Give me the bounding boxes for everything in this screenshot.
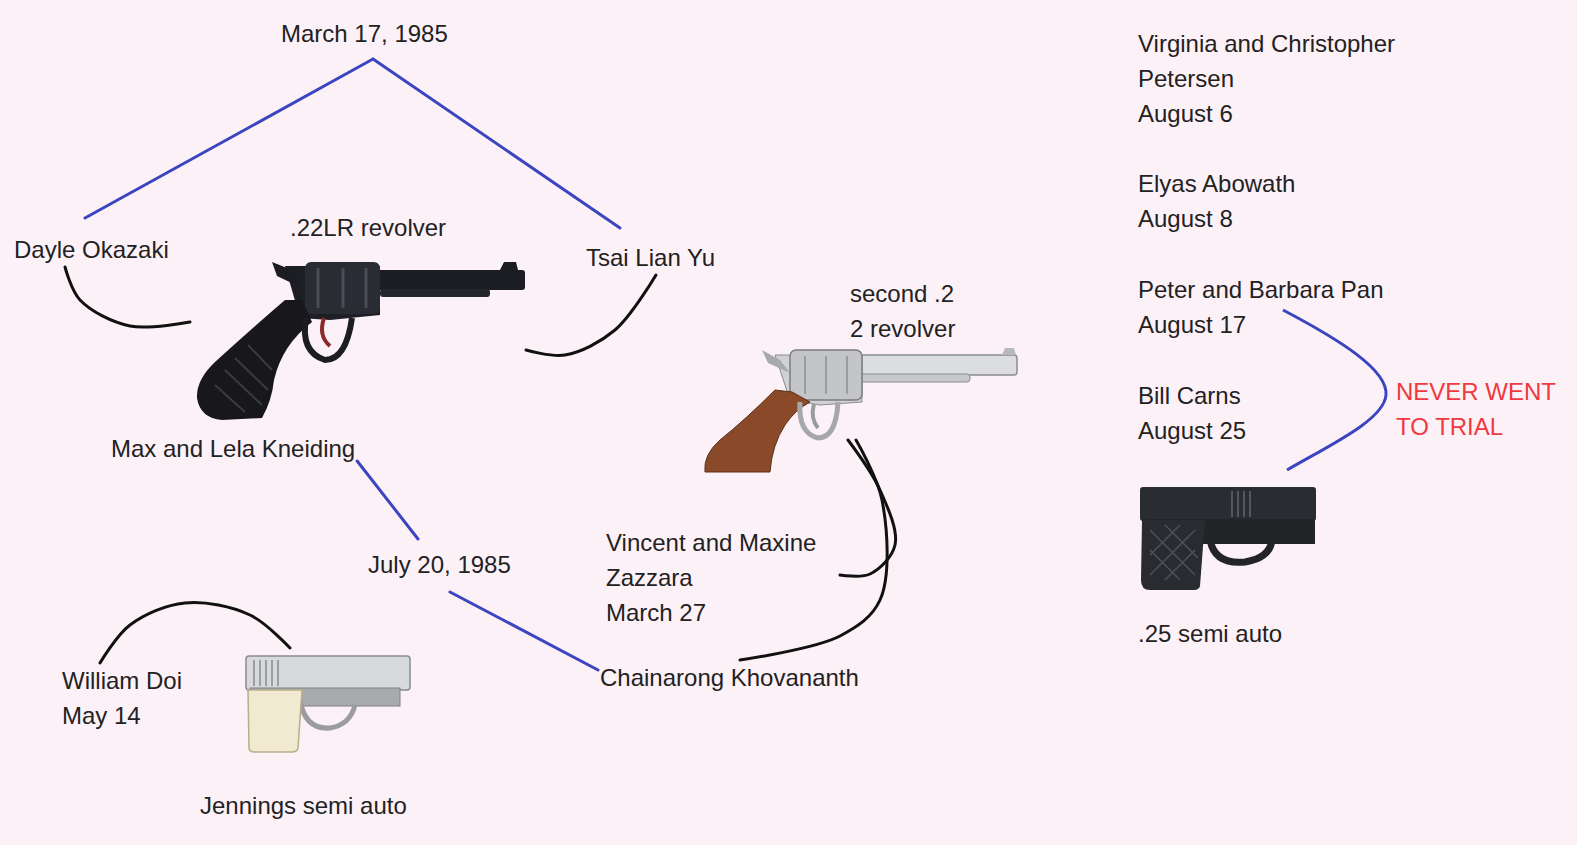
victim-node: Dayle Okazaki xyxy=(12,218,171,267)
slide xyxy=(1140,487,1316,521)
trigger xyxy=(813,404,818,428)
node-text: .22LR revolver xyxy=(290,210,526,245)
barrel xyxy=(860,355,1017,375)
node-text: March 27 xyxy=(606,595,838,630)
pistol-figure xyxy=(1140,487,1316,590)
note-label: NEVER WENT TO TRIAL xyxy=(1396,374,1566,444)
date-node: March 17, 1985 xyxy=(279,16,450,59)
date-label: August 8 xyxy=(1138,201,1233,236)
grip-texture xyxy=(1150,525,1198,580)
trigger xyxy=(322,318,330,346)
pistol-figure xyxy=(246,656,410,752)
connector-line xyxy=(357,461,418,539)
victim-name: Elyas Abowath xyxy=(1138,166,1295,201)
node-text: Tsai Lian Yu xyxy=(586,240,715,275)
date-label: August 25 xyxy=(1138,413,1246,448)
victim-node: Vincent and Maxine ZazzaraMarch 27 xyxy=(604,525,840,630)
connector-line xyxy=(373,59,620,228)
victim-node: Tsai Lian Yu xyxy=(584,228,717,275)
gun-label: .25 semi auto xyxy=(1138,616,1282,651)
connector-line xyxy=(85,59,373,218)
node-text: second .2 2 revolver xyxy=(850,276,964,346)
victim-name: Virginia and Christopher Petersen xyxy=(1138,26,1438,96)
hammer xyxy=(272,262,300,287)
node-text: Vincent and Maxine Zazzara xyxy=(606,525,838,595)
bracket xyxy=(1283,310,1386,470)
ejector-rod xyxy=(380,289,490,297)
connector-line xyxy=(450,592,598,670)
cylinder-flutes xyxy=(805,356,847,394)
node-text: William Doi xyxy=(62,663,182,698)
cylinder xyxy=(790,350,862,400)
victim-node: Max and Lela Kneiding xyxy=(109,431,357,470)
connector-line xyxy=(100,603,290,663)
slide xyxy=(246,656,410,690)
trigger-guard xyxy=(1210,540,1272,562)
node-text: May 14 xyxy=(62,698,182,733)
cylinder-flutes xyxy=(318,268,366,308)
date-label: August 6 xyxy=(1138,96,1233,131)
victim-node: William DoiMay 14 xyxy=(60,663,184,733)
slide-serrations xyxy=(254,660,278,686)
ejector-rod xyxy=(860,374,970,382)
front-sight xyxy=(1002,348,1016,355)
revolver-figure xyxy=(197,262,525,420)
node-text: Max and Lela Kneiding xyxy=(111,431,355,466)
node-text: March 17, 1985 xyxy=(281,16,448,51)
node-text: Dayle Okazaki xyxy=(14,232,169,267)
grip-texture xyxy=(215,345,272,412)
cylinder xyxy=(305,262,380,314)
grip xyxy=(248,690,302,752)
connector-line xyxy=(526,275,656,355)
gun-node: .22LR revolver xyxy=(190,210,526,422)
trigger-guard xyxy=(305,318,352,360)
victim-name: Bill Carns xyxy=(1138,378,1241,413)
revolver-figure xyxy=(705,348,1017,472)
trigger-guard xyxy=(800,402,838,438)
gun-node: Jennings semi auto xyxy=(200,648,422,823)
hammer xyxy=(762,350,790,373)
date-label: August 17 xyxy=(1138,307,1246,342)
connector-line xyxy=(65,267,190,327)
barrel xyxy=(375,270,525,290)
node-text: Chainarong Khovananth xyxy=(600,660,859,695)
grip xyxy=(1141,520,1205,590)
grip xyxy=(705,390,810,472)
trigger-guard xyxy=(300,700,355,728)
front-sight xyxy=(500,262,518,270)
gun-node: second .2 2 revolver xyxy=(760,276,1020,440)
slide-serrations xyxy=(1232,491,1250,517)
node-text: July 20, 1985 xyxy=(368,547,511,582)
grip xyxy=(197,300,312,420)
victim-node: Chainarong Khovananth xyxy=(598,660,861,695)
victim-name: Peter and Barbara Pan xyxy=(1138,272,1384,307)
date-node: July 20, 1985 xyxy=(366,539,513,592)
node-text: Jennings semi auto xyxy=(200,788,422,823)
